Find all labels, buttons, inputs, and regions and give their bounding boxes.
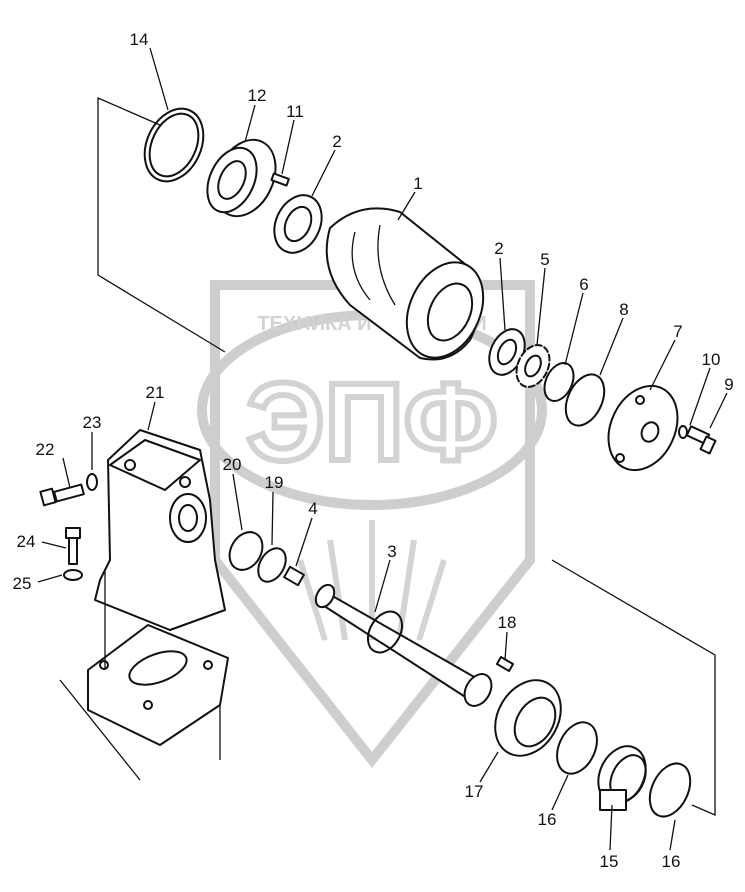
callout-5: 5 [540,250,549,269]
callout-15: 15 [600,852,619,871]
callout-labels: 14 12 11 2 1 2 5 6 8 7 10 9 21 23 22 20 … [13,30,734,871]
part-16-o-ring-1 [556,721,598,775]
callout-9: 9 [724,375,733,394]
callout-18: 18 [498,613,517,632]
callout-4: 4 [308,499,317,518]
part-6-ring [543,362,575,402]
part-4-plug [283,565,305,587]
part-7-cover [607,384,679,472]
callout-25: 25 [13,574,32,593]
part-2-bearing-upper [273,194,323,254]
callout-6: 6 [579,275,588,294]
callout-22: 22 [36,440,55,459]
part-24-bolt [65,527,81,565]
assembly-bracket-lower [551,559,716,816]
part-23-washer [86,473,98,491]
part-12-seal-cover [206,138,277,218]
callout-24: 24 [17,532,36,551]
assembly-bracket-upper [97,97,226,353]
part-5-nut [515,344,551,388]
callout-11: 11 [286,102,304,121]
part-2-bearing-lower [488,328,526,376]
part-8-o-ring [564,373,606,427]
callout-2-lower: 2 [494,239,503,258]
callout-21: 21 [146,383,165,402]
callout-17: 17 [465,782,484,801]
callout-2-upper: 2 [332,132,341,151]
callout-1: 1 [413,174,422,193]
part-20-ring [228,531,264,571]
leader-lines [37,47,728,851]
part-14-o-ring [143,107,205,183]
callout-23: 23 [83,413,102,432]
callout-10: 10 [702,350,721,369]
part-10-washer [678,425,688,439]
callout-19: 19 [265,473,284,492]
part-16-o-ring-2 [648,762,692,818]
part-18-pin [495,656,515,672]
part-25-washer [63,569,83,581]
part-9-bolt [685,425,717,455]
part-15-seal [597,745,647,811]
callout-14: 14 [130,30,149,49]
callout-16-first: 16 [538,810,557,829]
part-17-collar [494,679,562,757]
watermark: ТЕХНИКА И ЗАПЧАСТИ ЭПФ [197,280,547,769]
mounting-plate [59,570,229,781]
callout-16-second: 16 [662,852,681,871]
callout-20: 20 [223,455,242,474]
part-22-bolt [39,483,85,507]
callout-8: 8 [619,300,628,319]
part-19-o-ring [257,547,287,583]
callout-3: 3 [387,542,396,561]
callout-12: 12 [248,86,267,105]
part-1-roller [325,207,485,361]
part-3-shaft [314,583,493,707]
part-21-bracket [94,429,226,631]
callout-7: 7 [673,322,682,341]
watermark-logo-text: ЭПФ [246,361,497,484]
part-11-pin [270,172,290,187]
